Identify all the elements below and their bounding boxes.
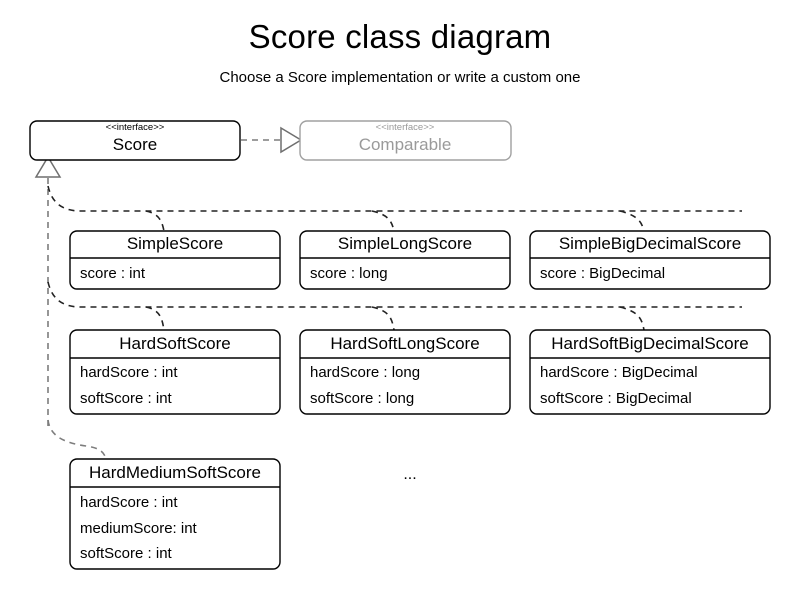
realization-arrowhead-icon bbox=[280, 126, 303, 154]
class-box-simple-long-score-rect bbox=[299, 230, 511, 290]
class-box-hard-soft-big-decimal-score-rect bbox=[529, 329, 771, 415]
class-box-comparable[interactable]: <<interface>> Comparable bbox=[299, 120, 512, 161]
class-box-hard-soft-big-decimal-score-attribute-2: softScore : BigDecimal bbox=[540, 390, 692, 407]
inheritance-branch-hard-soft-long-score bbox=[371, 306, 395, 331]
inheritance-triangle-icon bbox=[34, 155, 62, 178]
class-box-simple-score-rect bbox=[69, 230, 281, 290]
class-box-simple-score-name: SimpleScore bbox=[127, 234, 223, 253]
inheritance-branch-simple-big-decimal-score bbox=[619, 210, 645, 232]
class-box-hard-soft-long-score-attribute-1: hardScore : long bbox=[310, 364, 420, 381]
class-box-hard-soft-long-score-rect bbox=[299, 329, 511, 415]
class-box-hard-soft-big-decimal-score-attribute-1: hardScore : BigDecimal bbox=[540, 364, 698, 381]
class-box-simple-score-attribute: score : int bbox=[80, 265, 146, 282]
generalization-arrowhead-icon bbox=[34, 155, 62, 178]
class-box-simple-big-decimal-score-rect bbox=[529, 230, 771, 290]
class-box-hard-soft-long-score-attribute-2: softScore : long bbox=[310, 390, 414, 407]
class-box-hard-soft-long-score-name: HardSoftLongScore bbox=[330, 334, 479, 353]
inheritance-branch-hard-soft-score bbox=[145, 306, 165, 331]
class-box-hard-soft-score-attribute-1: hardScore : int bbox=[80, 364, 178, 381]
class-box-simple-big-decimal-score-name: SimpleBigDecimalScore bbox=[559, 234, 741, 253]
inheritance-branch-hard-medium-soft-score bbox=[47, 419, 107, 460]
page-subtitle: Choose a Score implementation or write a… bbox=[219, 69, 581, 86]
class-box-score-name: Score bbox=[113, 135, 157, 154]
class-box-simple-long-score-attribute: score : long bbox=[310, 265, 388, 282]
inheritance-branch-simple-score bbox=[145, 210, 165, 232]
class-box-hard-medium-soft-score-attribute-3: softScore : int bbox=[80, 545, 173, 562]
more-implementations-ellipsis: ... bbox=[403, 466, 416, 483]
class-box-comparable-rect bbox=[299, 120, 512, 161]
page-title: Score class diagram bbox=[248, 18, 552, 55]
class-box-hard-soft-score[interactable]: HardSoftScore hardScore : int softScore … bbox=[69, 329, 281, 415]
class-box-hard-medium-soft-score-attribute-1: hardScore : int bbox=[80, 494, 178, 511]
inheritance-branch-hard-soft-big-decimal-score bbox=[619, 306, 645, 331]
class-box-hard-medium-soft-score[interactable]: HardMediumSoftScore hardScore : int medi… bbox=[69, 458, 281, 570]
class-box-score-rect bbox=[29, 120, 241, 161]
class-box-hard-medium-soft-score-attribute-2: mediumScore: int bbox=[80, 520, 198, 537]
class-box-hard-soft-score-rect bbox=[69, 329, 281, 415]
inheritance-bus-row1 bbox=[47, 185, 742, 212]
class-box-hard-soft-big-decimal-score-name: HardSoftBigDecimalScore bbox=[551, 334, 748, 353]
realization-score-to-comparable bbox=[241, 126, 303, 154]
class-box-score[interactable]: <<interface>> Score bbox=[29, 120, 241, 161]
class-box-hard-soft-long-score[interactable]: HardSoftLongScore hardScore : long softS… bbox=[299, 329, 511, 415]
class-box-simple-big-decimal-score[interactable]: SimpleBigDecimalScore score : BigDecimal bbox=[529, 230, 771, 290]
class-box-hard-medium-soft-score-name: HardMediumSoftScore bbox=[89, 463, 261, 482]
class-box-hard-soft-score-name: HardSoftScore bbox=[119, 334, 231, 353]
class-box-hard-soft-big-decimal-score[interactable]: HardSoftBigDecimalScore hardScore : BigD… bbox=[529, 329, 771, 415]
class-box-score-stereotype: <<interface>> bbox=[106, 122, 165, 133]
class-box-comparable-stereotype: <<interface>> bbox=[376, 122, 435, 133]
class-box-hard-soft-score-attribute-2: softScore : int bbox=[80, 390, 173, 407]
class-box-simple-big-decimal-score-attribute: score : BigDecimal bbox=[540, 265, 665, 282]
class-box-simple-long-score-name: SimpleLongScore bbox=[338, 234, 472, 253]
class-box-simple-score[interactable]: SimpleScore score : int bbox=[69, 230, 281, 290]
class-box-simple-long-score[interactable]: SimpleLongScore score : long bbox=[299, 230, 511, 290]
inheritance-branch-simple-long-score bbox=[371, 210, 395, 232]
inheritance-bus-row2 bbox=[47, 281, 742, 308]
class-box-comparable-name: Comparable bbox=[359, 135, 452, 154]
